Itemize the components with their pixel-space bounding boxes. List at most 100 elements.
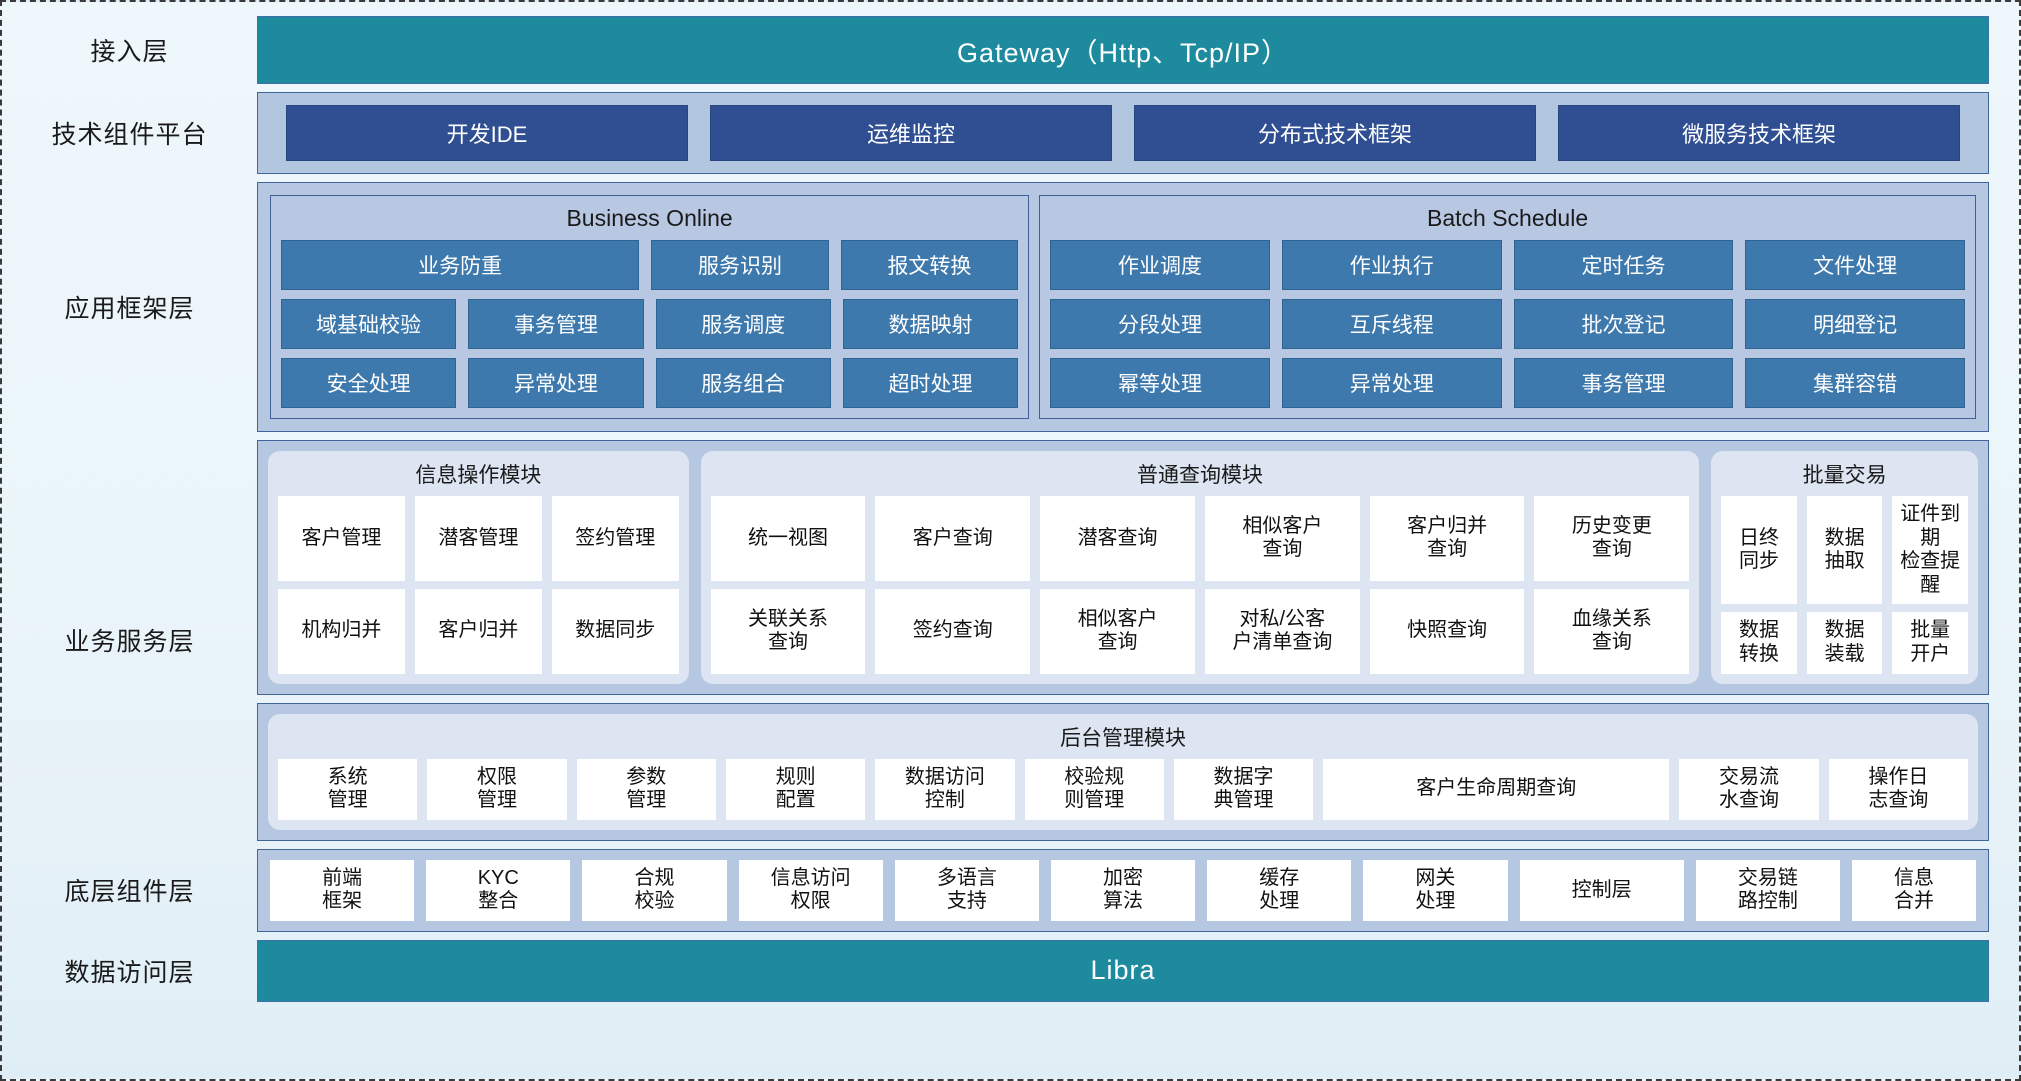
base-component-cell[interactable]: 合规 校验 xyxy=(582,859,727,921)
module-cell[interactable]: 对私/公客 户清单查询 xyxy=(1204,588,1360,674)
module-cell[interactable]: 交易流 水查询 xyxy=(1679,758,1819,820)
framework-cell[interactable]: 报文转换 xyxy=(840,240,1019,290)
module-cell[interactable]: 数据同步 xyxy=(551,588,679,674)
framework-cell[interactable]: 域基础校验 xyxy=(281,299,457,349)
framework-cell[interactable]: 安全处理 xyxy=(281,358,457,408)
base-component-cell[interactable]: 前端 框架 xyxy=(270,859,415,921)
layer-body-base-component: 前端 框架 KYC 整合 合规 校验 信息访问 权限 多语言 支持 加密 算法 … xyxy=(257,848,1989,932)
module-cell[interactable]: 历史变更 查询 xyxy=(1534,496,1690,581)
base-component-cell[interactable]: 加密 算法 xyxy=(1050,859,1196,921)
layer-body-tech-platform: 开发IDE 运维监控 分布式技术框架 微服务技术框架 xyxy=(257,92,1989,174)
framework-rows: 业务防重 服务识别 报文转换 域基础校验 事务管理 服务调度 数据映射 安全处理 xyxy=(281,240,1019,408)
module-cell[interactable]: 规则 配置 xyxy=(725,758,866,820)
module-cell[interactable]: 客户管理 xyxy=(278,496,405,581)
module-info-operation: 信息操作模块 客户管理 潜客管理 签约管理 机构归并 客户归并 数据同步 xyxy=(268,451,689,684)
base-component-cell[interactable]: 网关 处理 xyxy=(1363,859,1508,921)
module-cell[interactable]: 证件到期 检查提醒 xyxy=(1892,496,1968,605)
framework-row: 域基础校验 事务管理 服务调度 数据映射 xyxy=(281,299,1019,349)
module-cell[interactable]: 统一视图 xyxy=(710,496,866,581)
module-cell[interactable]: 客户归并 查询 xyxy=(1369,496,1525,581)
module-rows: 客户管理 潜客管理 签约管理 机构归并 客户归并 数据同步 xyxy=(278,496,679,674)
tech-chip-distributed[interactable]: 分布式技术框架 xyxy=(1134,105,1536,161)
framework-rows: 作业调度 作业执行 定时任务 文件处理 分段处理 互斥线程 批次登记 明细登记 xyxy=(1050,240,1966,408)
module-cell[interactable]: 相似客户 查询 xyxy=(1204,496,1360,581)
framework-cell[interactable]: 异常处理 xyxy=(468,358,644,408)
module-cell[interactable]: 日终 同步 xyxy=(1721,496,1797,605)
libra-bar: Libra xyxy=(257,939,1989,1002)
layer-label-base-component: 底层组件层 xyxy=(64,878,195,907)
module-cell[interactable]: 客户生命周期查询 xyxy=(1323,758,1670,820)
framework-cell[interactable]: 服务组合 xyxy=(655,358,831,408)
module-cell[interactable]: 参数 管理 xyxy=(576,758,716,820)
module-cell[interactable]: 批量 开户 xyxy=(1892,612,1968,674)
app-framework-panel: Business Online 业务防重 服务识别 报文转换 域基础校验 事务管… xyxy=(257,182,1989,432)
module-cell[interactable]: 关联关系 查询 xyxy=(710,588,866,674)
framework-cell[interactable]: 定时任务 xyxy=(1513,240,1734,290)
module-cell[interactable]: 数据字 典管理 xyxy=(1173,758,1314,820)
framework-cell[interactable]: 集群容错 xyxy=(1745,358,1966,408)
base-component-cell[interactable]: 多语言 支持 xyxy=(894,859,1039,921)
base-component-cell[interactable]: 缓存 处理 xyxy=(1207,859,1352,921)
framework-cell[interactable]: 作业执行 xyxy=(1281,240,1502,290)
base-component-cell[interactable]: 信息 合并 xyxy=(1852,859,1977,921)
module-cell[interactable]: 权限 管理 xyxy=(427,758,567,820)
module-cell[interactable]: 校验规 则管理 xyxy=(1024,758,1164,820)
module-cell[interactable]: 机构归并 xyxy=(278,588,405,674)
module-row: 日终 同步 数据 抽取 证件到期 检查提醒 xyxy=(1721,496,1968,605)
module-cell[interactable]: 系统 管理 xyxy=(278,758,418,820)
module-cell[interactable]: 数据访问 控制 xyxy=(875,758,1015,820)
module-cell[interactable]: 数据 装载 xyxy=(1806,612,1883,674)
module-cell[interactable]: 签约查询 xyxy=(875,588,1031,674)
framework-cell[interactable]: 幂等处理 xyxy=(1050,358,1270,408)
framework-cell[interactable]: 作业调度 xyxy=(1050,240,1270,290)
framework-cell[interactable]: 服务调度 xyxy=(655,299,831,349)
module-cell[interactable]: 操作日 志查询 xyxy=(1828,758,1969,820)
base-component-cell[interactable]: KYC 整合 xyxy=(426,859,571,921)
base-component-cell[interactable]: 交易链 路控制 xyxy=(1695,859,1840,921)
framework-cell[interactable]: 文件处理 xyxy=(1745,240,1966,290)
module-cell[interactable]: 数据 抽取 xyxy=(1806,496,1883,605)
business-service-band-top: 信息操作模块 客户管理 潜客管理 签约管理 机构归并 客户归并 数据同步 xyxy=(257,440,1989,695)
base-component-band: 前端 框架 KYC 整合 合规 校验 信息访问 权限 多语言 支持 加密 算法 … xyxy=(257,848,1989,932)
base-component-cell[interactable]: 控制层 xyxy=(1519,859,1684,921)
layer-label-tech-platform: 技术组件平台 xyxy=(51,121,208,149)
framework-row: 作业调度 作业执行 定时任务 文件处理 xyxy=(1050,240,1966,290)
module-cell[interactable]: 客户归并 xyxy=(414,588,542,674)
framework-cell[interactable]: 业务防重 xyxy=(281,240,640,290)
module-cell[interactable]: 相似客户 查询 xyxy=(1040,588,1195,674)
framework-cell[interactable]: 批次登记 xyxy=(1513,299,1734,349)
module-cell[interactable]: 快照查询 xyxy=(1369,588,1525,674)
tech-chip-ide[interactable]: 开发IDE xyxy=(286,105,688,161)
framework-cell[interactable]: 互斥线程 xyxy=(1281,299,1502,349)
framework-row: 业务防重 服务识别 报文转换 xyxy=(281,240,1019,290)
module-row: 统一视图 客户查询 潜客查询 相似客户 查询 客户归并 查询 历史变更 查询 xyxy=(710,496,1690,581)
framework-cell[interactable]: 异常处理 xyxy=(1281,358,1502,408)
module-common-query: 普通查询模块 统一视图 客户查询 潜客查询 相似客户 查询 客户归并 查询 历史… xyxy=(700,451,1700,684)
module-row: 数据 转换 数据 装载 批量 开户 xyxy=(1721,612,1968,674)
framework-row: 幂等处理 异常处理 事务管理 集群容错 xyxy=(1050,358,1966,408)
module-batch-transaction: 批量交易 日终 同步 数据 抽取 证件到期 检查提醒 数据 转换 数据 装载 批… xyxy=(1711,451,1978,684)
module-title: 信息操作模块 xyxy=(415,464,542,487)
module-title: 普通查询模块 xyxy=(1136,464,1263,487)
module-cell[interactable]: 血缘关系 查询 xyxy=(1534,588,1690,674)
module-cell[interactable]: 客户查询 xyxy=(875,496,1031,581)
module-cell[interactable]: 潜客管理 xyxy=(414,496,542,581)
framework-cell[interactable]: 数据映射 xyxy=(842,299,1019,349)
framework-cell[interactable]: 分段处理 xyxy=(1050,299,1270,349)
tech-chip-microservice[interactable]: 微服务技术框架 xyxy=(1558,105,1960,161)
tech-chip-ops[interactable]: 运维监控 xyxy=(710,105,1112,161)
framework-cell[interactable]: 服务识别 xyxy=(651,240,829,290)
module-cell[interactable]: 签约管理 xyxy=(551,496,679,581)
module-rows: 系统 管理 权限 管理 参数 管理 规则 配置 数据访问 控制 校验规 则管理 … xyxy=(278,758,1969,820)
business-service-wrap: 信息操作模块 客户管理 潜客管理 签约管理 机构归并 客户归并 数据同步 xyxy=(257,440,1989,841)
layer-body-app-framework: Business Online 业务防重 服务识别 报文转换 域基础校验 事务管… xyxy=(257,182,1989,432)
framework-cell[interactable]: 事务管理 xyxy=(468,299,644,349)
framework-cell[interactable]: 明细登记 xyxy=(1745,299,1966,349)
framework-cell[interactable]: 事务管理 xyxy=(1513,358,1734,408)
framework-cell[interactable]: 超时处理 xyxy=(842,358,1019,408)
base-component-cell[interactable]: 信息访问 权限 xyxy=(738,859,883,921)
module-cell[interactable]: 数据 转换 xyxy=(1721,612,1797,674)
module-cell[interactable]: 潜客查询 xyxy=(1040,496,1195,581)
module-rows: 统一视图 客户查询 潜客查询 相似客户 查询 客户归并 查询 历史变更 查询 关… xyxy=(710,496,1690,674)
framework-group-batch-schedule: Batch Schedule 作业调度 作业执行 定时任务 文件处理 分段处理 … xyxy=(1039,195,1976,419)
